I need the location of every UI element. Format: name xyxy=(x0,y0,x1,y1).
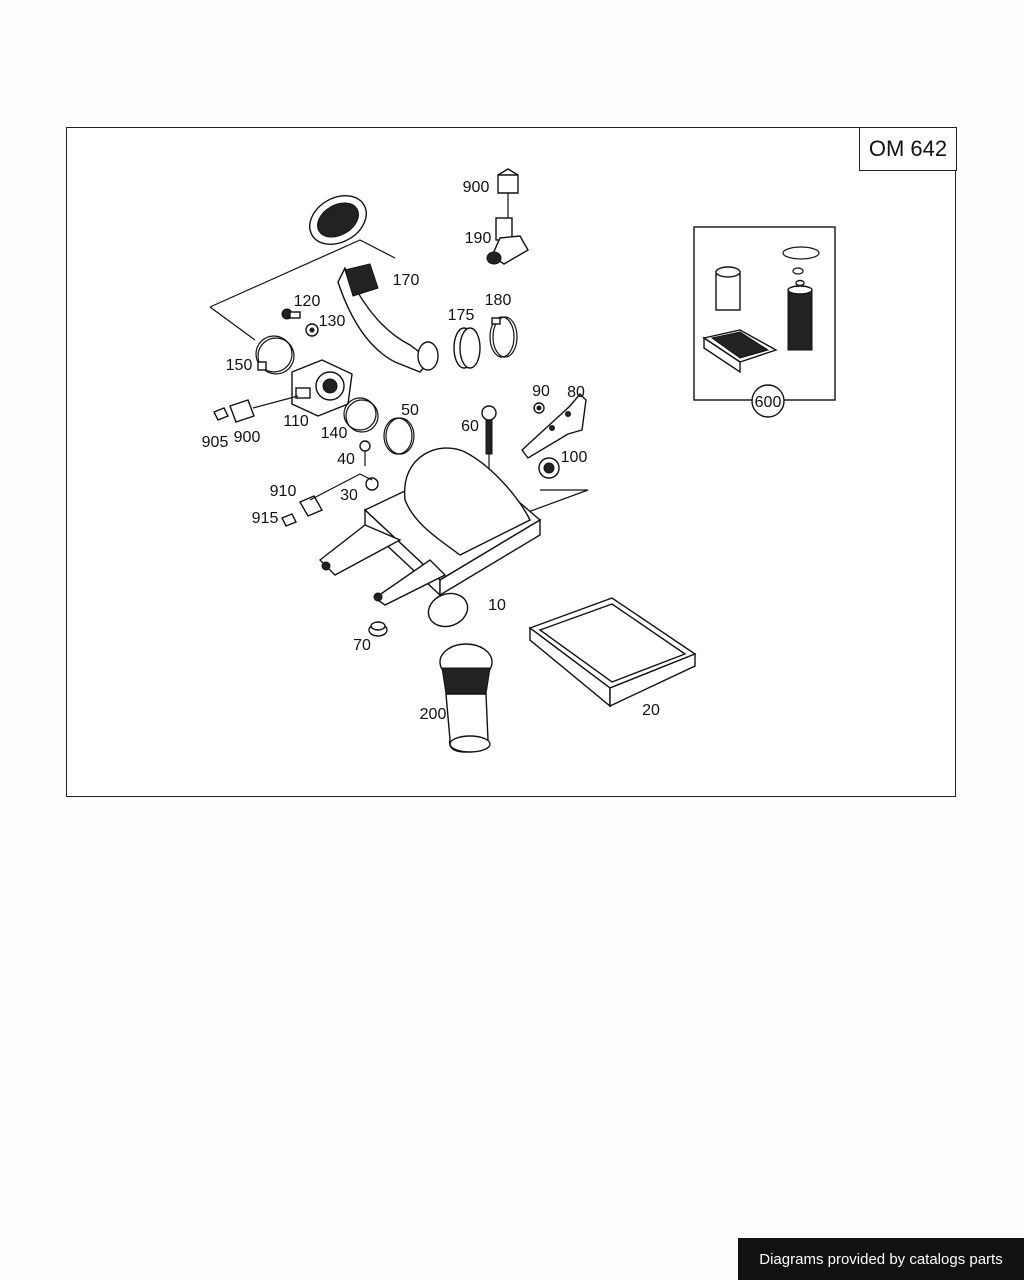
engine-code-label: OM 642 xyxy=(859,127,957,171)
leader-line xyxy=(519,489,589,516)
part-label-90: 90 xyxy=(532,383,550,400)
bracket-80[interactable] xyxy=(521,392,587,459)
grommet-70[interactable] xyxy=(368,621,388,637)
bolt-60[interactable] xyxy=(481,405,497,455)
damper-100[interactable] xyxy=(538,457,560,479)
air-filter-housing-10[interactable] xyxy=(318,447,542,632)
sealing-ring-175[interactable] xyxy=(453,327,481,369)
leader-line xyxy=(309,473,373,501)
clip-30[interactable] xyxy=(365,477,379,491)
part-label-170: 170 xyxy=(393,272,420,289)
part-label-190: 190 xyxy=(465,230,492,247)
part-label-60: 60 xyxy=(461,418,479,435)
part-label-180: 180 xyxy=(485,292,512,309)
part-label-110: 110 xyxy=(283,413,309,430)
intake-pipe-200[interactable] xyxy=(439,643,493,753)
part-label-130: 130 xyxy=(319,313,346,330)
nut-90[interactable] xyxy=(533,402,545,414)
part-label-70: 70 xyxy=(353,637,371,654)
part-label-600: 600 xyxy=(755,394,782,411)
part-label-150: 150 xyxy=(226,357,253,374)
cabin-filter xyxy=(702,329,778,374)
part-label-900-top: 900 xyxy=(463,179,490,196)
kit-callout-circle xyxy=(751,384,785,418)
air-mass-sensor-110[interactable] xyxy=(291,359,353,417)
part-label-40: 40 xyxy=(337,451,355,468)
diagram-credit: Diagrams provided by catalogs parts xyxy=(738,1238,1024,1280)
part-label-200: 200 xyxy=(420,706,447,723)
plug-915[interactable] xyxy=(281,513,297,527)
part-label-10: 10 xyxy=(488,597,506,614)
connector-900-top[interactable] xyxy=(497,168,519,194)
part-label-900-left: 900 xyxy=(234,429,261,446)
fuel-filter xyxy=(715,266,741,311)
plug-905[interactable] xyxy=(213,407,229,421)
part-label-20: 20 xyxy=(642,702,660,719)
connector-910[interactable] xyxy=(299,495,323,517)
part-label-50: 50 xyxy=(401,402,419,419)
part-label-80: 80 xyxy=(567,384,585,401)
o-rings xyxy=(782,246,820,287)
part-label-140: 140 xyxy=(321,425,348,442)
part-label-175: 175 xyxy=(448,307,475,324)
part-label-100: 100 xyxy=(561,449,588,466)
leader-line xyxy=(209,306,256,341)
screw-120[interactable] xyxy=(281,308,301,320)
air-filter-element-20[interactable] xyxy=(528,597,697,708)
sealing-ring-50[interactable] xyxy=(383,417,415,455)
screw-40[interactable] xyxy=(359,440,371,466)
connector-900-left[interactable] xyxy=(229,399,255,423)
leader-line xyxy=(209,239,396,308)
part-label-915: 915 xyxy=(252,510,279,527)
part-label-120: 120 xyxy=(294,293,321,310)
hose-clamp-140[interactable] xyxy=(343,397,379,433)
washer-130[interactable] xyxy=(305,323,319,337)
leader-line xyxy=(252,395,299,409)
oil-filter-cartridge xyxy=(787,285,813,351)
sensor-190[interactable] xyxy=(486,217,529,265)
part-label-905: 905 xyxy=(202,434,229,451)
hose-clamp-180[interactable] xyxy=(489,316,518,358)
part-label-910: 910 xyxy=(270,483,297,500)
hose-clamp-150[interactable] xyxy=(255,335,295,375)
service-kit-box-600[interactable] xyxy=(693,226,836,418)
part-label-30: 30 xyxy=(340,487,358,504)
intake-hose-170[interactable] xyxy=(301,186,439,373)
